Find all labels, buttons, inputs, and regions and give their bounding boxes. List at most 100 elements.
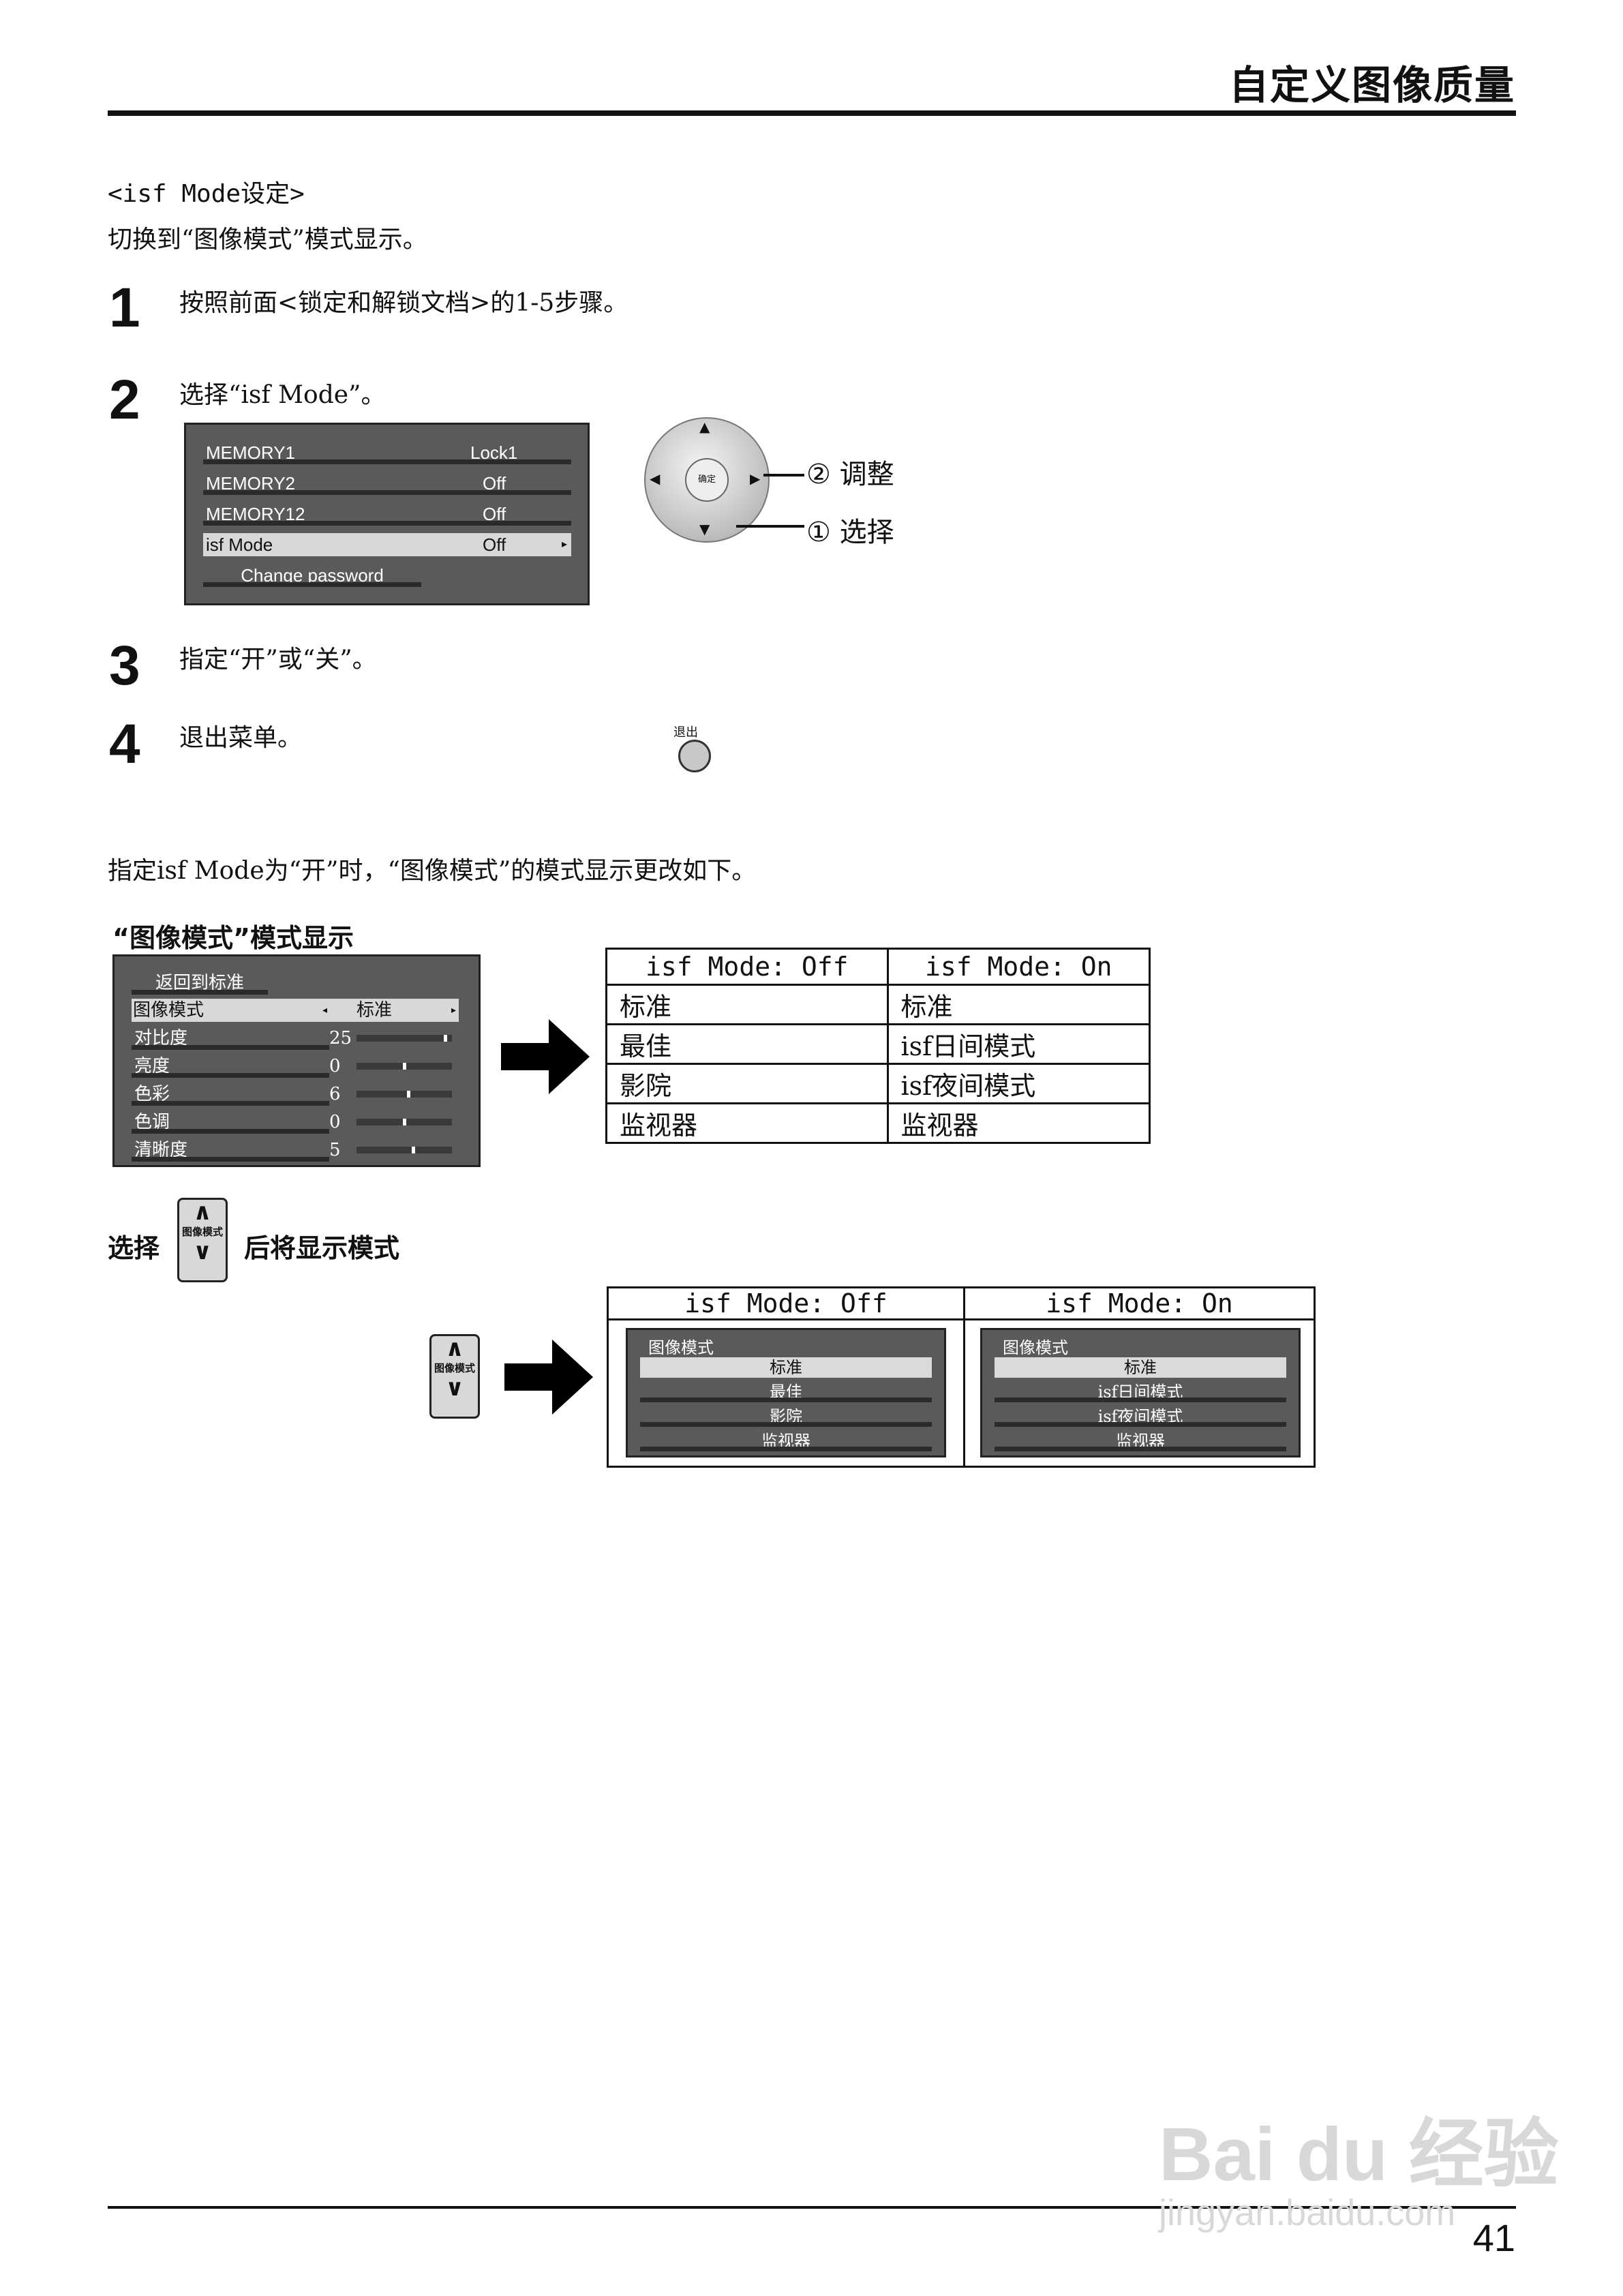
right-arrow-icon	[504, 1340, 593, 1415]
menu-row-label: 图像模式	[133, 1000, 204, 1021]
step-number: 1	[109, 277, 140, 339]
row-divider	[203, 490, 571, 495]
right-arrow-icon	[501, 1019, 590, 1094]
list-item[interactable]: 影院	[640, 1406, 932, 1427]
menu-row-label: isf Mode	[206, 534, 273, 555]
right-arrow-icon: ▸	[451, 1005, 456, 1016]
select-instruction-after: 后将显示模式	[244, 1233, 400, 1263]
select-instruction-before: 选择	[108, 1233, 160, 1263]
slider-thumb[interactable]	[444, 1035, 447, 1042]
list-item[interactable]: 最佳	[640, 1382, 932, 1402]
row-divider	[995, 1447, 1286, 1451]
slider-thumb[interactable]	[407, 1091, 410, 1098]
menu-row[interactable]: MEMORY2 Off	[203, 472, 571, 495]
menu-row[interactable]: MEMORY1 Lock1	[203, 441, 571, 464]
menu-row-value: 标准	[357, 1000, 393, 1021]
list-title: 图像模式	[1003, 1338, 1068, 1357]
table-cell: 影院	[605, 1063, 889, 1104]
select-callout: ① 选择	[806, 517, 894, 548]
step-number: 2	[109, 369, 140, 431]
remote-dpad[interactable]	[644, 417, 770, 543]
picture-mode-list-on: 图像模式 标准 isf日间模式 isf夜间模式监视器	[980, 1328, 1301, 1457]
list-item-selected[interactable]: 标准	[995, 1357, 1286, 1378]
list-item[interactable]: isf日间模式	[995, 1382, 1286, 1402]
table-header: isf Mode: Off	[605, 948, 889, 986]
step-number: 4	[109, 713, 140, 775]
exit-label: 退出	[673, 725, 698, 740]
list-item[interactable]: 监视器	[640, 1431, 932, 1451]
slider-thumb[interactable]	[412, 1147, 415, 1153]
table-cell: 监视器	[605, 1102, 889, 1144]
slider-track[interactable]	[357, 1119, 452, 1126]
slider-track[interactable]	[357, 1063, 452, 1070]
row-divider	[203, 521, 571, 526]
row-divider	[132, 990, 268, 995]
list-item[interactable]: isf夜间模式	[995, 1406, 1286, 1427]
table-cell: 标准	[605, 984, 889, 1025]
step-number: 3	[109, 635, 140, 697]
right-arrow-icon: ▸	[561, 539, 567, 550]
header-rule	[108, 110, 1516, 116]
key-label: 图像模式	[434, 1362, 475, 1374]
table-cell: 标准	[886, 984, 1151, 1025]
slider-track[interactable]	[357, 1091, 452, 1098]
row-divider	[640, 1398, 932, 1402]
watermark-logo: Bai du 经验	[1159, 2113, 1559, 2196]
row-divider	[640, 1422, 932, 1427]
up-icon: ∧	[193, 1198, 212, 1226]
menu-row-value: 5	[329, 1140, 341, 1160]
up-icon: ∧	[445, 1335, 464, 1362]
down-icon: ∨	[445, 1374, 464, 1402]
row-divider	[132, 1101, 329, 1106]
exit-button[interactable]	[678, 740, 711, 772]
menu-row[interactable]: MEMORY12 Off	[203, 502, 571, 526]
mode-mapping-table: isf Mode: Off isf Mode: On 标准 标准 最佳 isf日…	[605, 948, 1151, 1144]
row-divider	[132, 1045, 329, 1050]
lock-settings-menu: MEMORY1 Lock1 MEMORY2 Off MEMORY12 Off i…	[184, 423, 590, 605]
menu-row-value: 6	[329, 1084, 341, 1104]
list-item-selected[interactable]: 标准	[640, 1357, 932, 1378]
right-arrow-icon: ▶	[750, 470, 761, 487]
slider-track[interactable]	[357, 1035, 452, 1042]
table-cell: isf日间模式	[886, 1023, 1151, 1065]
step-text: 按照前面<锁定和解锁文档>的1-5步骤。	[179, 289, 628, 317]
callout-lines	[736, 474, 804, 528]
return-to-standard-button[interactable]: 返回到标准	[132, 971, 268, 995]
row-divider	[995, 1422, 1286, 1427]
table-row: 监视器 监视器	[605, 1102, 1151, 1144]
footer-rule	[108, 2206, 1516, 2209]
step-text: 退出菜单。	[179, 724, 303, 752]
change-password-button[interactable]: Change password	[203, 564, 421, 587]
picture-mode-key[interactable]: ∧ 图像模式 ∨	[429, 1334, 480, 1419]
picture-menu-caption: “图像模式”模式显示	[112, 923, 354, 953]
section-intro: 切换到“图像模式”模式显示。	[108, 226, 427, 254]
list-title: 图像模式	[648, 1338, 714, 1357]
down-arrow-icon: ▼	[699, 521, 710, 537]
picture-mode-list-off: 图像模式 标准最佳影院监视器	[626, 1328, 946, 1457]
key-label: 图像模式	[181, 1226, 223, 1238]
row-divider	[132, 1157, 329, 1162]
table-header: isf Mode: Off	[609, 1288, 965, 1320]
slider-thumb[interactable]	[403, 1119, 406, 1126]
slider-thumb[interactable]	[403, 1063, 406, 1070]
column-divider	[963, 1288, 965, 1466]
menu-row-selected[interactable]: isf Mode Off ▸	[203, 533, 571, 556]
row-divider	[995, 1398, 1286, 1402]
mode-compare-table: isf Mode: Off isf Mode: On 图像模式 标准最佳影院监视…	[607, 1286, 1316, 1468]
adjust-callout: ② 调整	[806, 459, 894, 490]
picture-mode-key[interactable]: ∧ 图像模式 ∨	[177, 1198, 228, 1282]
menu-row-selected[interactable]: 图像模式 ◂ 标准 ▸	[132, 999, 459, 1022]
table-row: 最佳 isf日间模式	[605, 1023, 1151, 1065]
enter-button[interactable]: 确定	[685, 458, 729, 502]
left-arrow-icon: ◂	[322, 1005, 328, 1016]
table-header: isf Mode: On	[965, 1288, 1314, 1320]
slider-track[interactable]	[357, 1147, 452, 1153]
list-item[interactable]: 监视器	[995, 1431, 1286, 1451]
note-text: 指定isf Mode为“开”时，“图像模式”的模式显示更改如下。	[108, 857, 757, 885]
